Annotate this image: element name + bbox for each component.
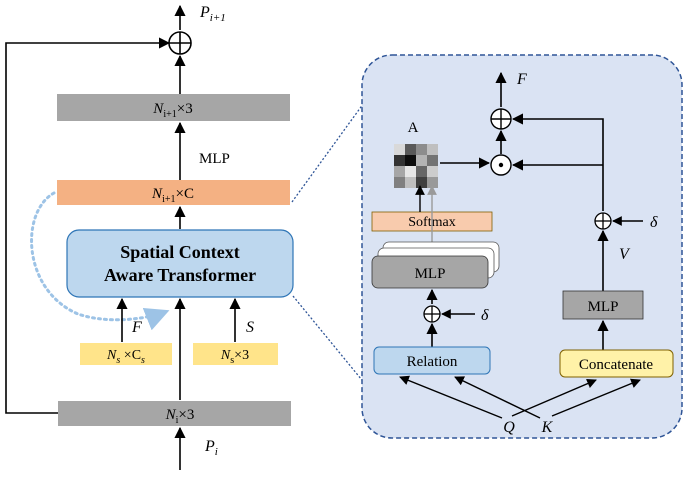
heatmap-cell bbox=[427, 166, 438, 177]
feature-bar bbox=[57, 180, 290, 205]
s-input-label: S bbox=[246, 319, 254, 336]
relation-block bbox=[373, 346, 491, 375]
recurrent-dotted-arrow bbox=[30, 191, 170, 331]
heatmap-cell bbox=[427, 144, 438, 155]
detail-output-label: F bbox=[516, 71, 527, 88]
value-add-icon bbox=[594, 212, 612, 230]
residual-add-icon bbox=[168, 31, 192, 55]
heatmap-cell bbox=[405, 177, 416, 188]
output-points-label: Ni+1×3 bbox=[152, 101, 192, 120]
heatmap-cell bbox=[416, 144, 427, 155]
feature-bar-label: Ni+1×C bbox=[151, 186, 194, 205]
transformer-title-line1: Spatial Context bbox=[120, 242, 240, 262]
relation-label: Relation bbox=[407, 354, 458, 370]
neighbor-coords-label: Ns×3 bbox=[220, 348, 249, 366]
heatmap-cell bbox=[416, 166, 427, 177]
input-points-bar bbox=[58, 401, 291, 426]
heatmap-cell bbox=[416, 177, 427, 188]
mlp-label: MLP bbox=[199, 151, 230, 167]
concatenate-label: Concatenate bbox=[579, 357, 653, 373]
heatmap-cell bbox=[416, 155, 427, 166]
transformer-title-line2: Aware Transformer bbox=[104, 265, 256, 285]
heatmap-cell bbox=[427, 177, 438, 188]
k-to-relation-arrow bbox=[454, 376, 541, 419]
neighbor-coords-box bbox=[193, 343, 278, 365]
neighbor-feature-label: Ns ×Cs bbox=[106, 348, 145, 366]
zoom-connector-top bbox=[291, 99, 367, 203]
q-to-concat-arrow bbox=[511, 378, 597, 417]
value-to-add-arrow bbox=[511, 113, 604, 211]
output-points-bar bbox=[57, 94, 290, 121]
heatmap-cell bbox=[405, 144, 416, 155]
transformer-detail-panel bbox=[361, 54, 683, 439]
delta-left-label: δ bbox=[481, 307, 489, 324]
heatmap-cell bbox=[405, 166, 416, 177]
heatmap-cell bbox=[427, 155, 438, 166]
heatmap-cell bbox=[394, 155, 405, 166]
query-label: Q bbox=[503, 419, 515, 436]
attention-heatmap bbox=[394, 144, 438, 188]
k-to-concat-arrow bbox=[551, 378, 641, 417]
skip-connection-arrow bbox=[5, 37, 171, 414]
attention-map-label: A bbox=[408, 120, 419, 136]
zoom-connector-bottom bbox=[292, 295, 367, 386]
heatmap-cell bbox=[394, 166, 405, 177]
value-label: V bbox=[619, 246, 631, 263]
neighbor-feature-box bbox=[80, 343, 172, 365]
mlp-stack-front bbox=[371, 255, 489, 289]
mlp-stack-label: MLP bbox=[415, 266, 446, 282]
heatmap-cell bbox=[405, 155, 416, 166]
transformer-block bbox=[66, 229, 294, 298]
heatmap-cell bbox=[394, 177, 405, 188]
detail-add-icon bbox=[490, 108, 512, 130]
heatmap-cell bbox=[394, 144, 405, 155]
mlp-right-label: MLP bbox=[588, 299, 619, 315]
position-add-icon bbox=[423, 305, 441, 323]
key-label: K bbox=[541, 419, 554, 436]
concatenate-block bbox=[559, 349, 674, 378]
f-input-label: F bbox=[131, 319, 142, 336]
output-var-label: Pi+1 bbox=[199, 4, 226, 24]
delta-right-label: δ bbox=[650, 214, 658, 231]
input-points-label: Ni×3 bbox=[165, 407, 195, 426]
q-to-relation-arrow bbox=[399, 375, 503, 419]
elementwise-product-icon bbox=[490, 154, 512, 176]
mlp-right-block bbox=[562, 290, 644, 320]
input-var-label: Pi bbox=[204, 438, 218, 458]
